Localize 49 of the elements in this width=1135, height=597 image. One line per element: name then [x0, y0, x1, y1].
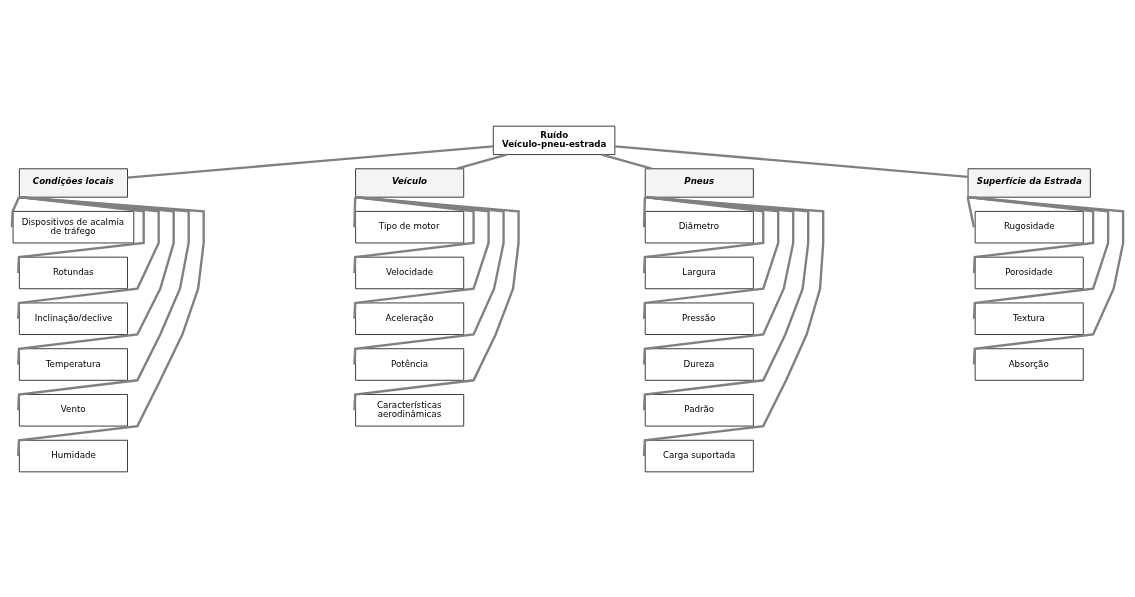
node-box: Humidade — [18, 439, 128, 472]
node-box: Dureza — [644, 347, 754, 381]
connector — [967, 195, 1125, 365]
connector — [17, 195, 190, 410]
connector — [642, 195, 810, 410]
connector — [642, 195, 825, 456]
node-box: Pneus — [644, 167, 754, 198]
connector — [353, 196, 357, 227]
node-box: Vento — [18, 393, 128, 427]
connector — [614, 144, 968, 178]
node-box: Rugosidade — [974, 210, 1084, 243]
node-box: Tipo de motor — [355, 210, 465, 243]
node-box: Veículo — [355, 167, 465, 198]
node-box: Textura — [974, 301, 1084, 335]
connector — [353, 195, 475, 273]
connector — [967, 195, 1095, 273]
node-box: Rotundas — [18, 256, 128, 289]
node-box: Potência — [355, 347, 465, 381]
connector — [17, 195, 175, 365]
connector — [642, 195, 795, 365]
node-box: Padrão — [644, 393, 754, 427]
connector — [456, 152, 508, 170]
node-box: Ruído Veículo-pneu-estrada — [492, 125, 616, 155]
connector — [642, 196, 647, 227]
node-box: Aceleração — [355, 301, 465, 335]
connector — [642, 195, 765, 273]
node-box: Largura — [644, 256, 754, 289]
connector — [17, 195, 205, 456]
connector — [353, 195, 505, 365]
connector — [966, 196, 976, 227]
node-box: Inclinação/declive — [18, 301, 128, 335]
node-box: Carga suportada — [644, 439, 754, 472]
connector — [353, 195, 490, 319]
node-box: Velocidade — [355, 256, 465, 289]
node-box: Porosidade — [974, 256, 1084, 289]
connector — [601, 152, 652, 170]
node-box: Superfície da Estrada — [967, 167, 1091, 198]
node-box: Absorção — [974, 347, 1084, 381]
connector — [353, 195, 520, 410]
node-box: Dispositivos de acalmia de tráfego — [12, 210, 135, 243]
connector — [967, 195, 1110, 319]
connector — [127, 144, 494, 179]
node-box: Diâmetro — [644, 210, 754, 243]
node-box: Temperatura — [18, 347, 128, 381]
connector — [10, 196, 21, 227]
node-box: Condições locais — [18, 167, 128, 198]
node-box: Pressão — [644, 301, 754, 335]
node-box: Características aerodinâmicas — [355, 393, 465, 427]
connector — [642, 195, 780, 319]
